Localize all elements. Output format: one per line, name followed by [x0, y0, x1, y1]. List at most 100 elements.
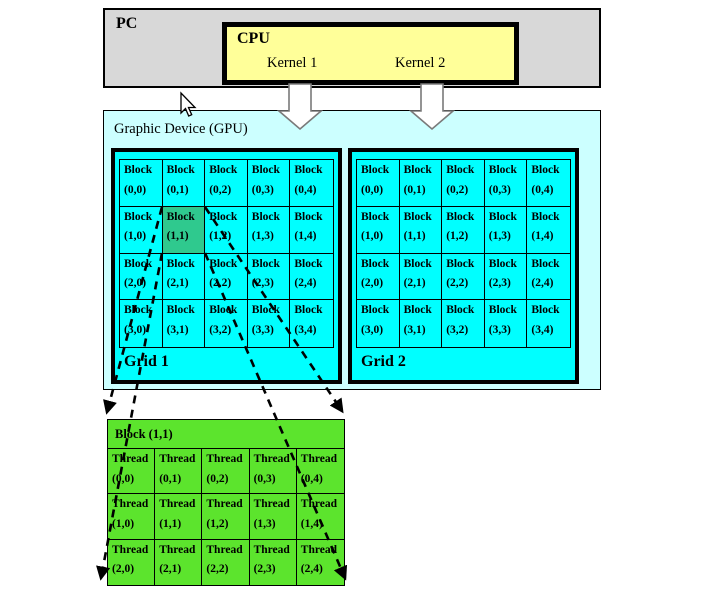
thread-cell: Thread(0,4) [296, 449, 344, 495]
block-cell-word: Block [251, 257, 280, 270]
thread-cell: Thread(0,2) [202, 449, 250, 495]
thread-cell-coord: (0,2) [206, 472, 229, 485]
block-cell: Block(1,1) [399, 206, 443, 254]
thread-cell-coord: (1,0) [112, 517, 135, 530]
block-cell-coord: (3,4) [294, 323, 317, 336]
block-cell-word: Block [361, 257, 390, 270]
thread-cell-word: Thread [300, 543, 338, 556]
block-cell: Block (1,0) [357, 206, 400, 254]
block-cell-word: Block [166, 257, 195, 270]
thread-block-header: Block (1,1) [115, 427, 173, 441]
block-cell-coord: (1,2) [209, 230, 232, 243]
cpu-box: CPU Kernel 1 Kernel 2 [222, 22, 519, 85]
block-cell-coord: (3,2) [446, 323, 469, 336]
block-cell: Block(3,3) [485, 300, 528, 347]
block-cell: Block (2,1) [162, 253, 206, 301]
thread-cell: Thread(1,0) [108, 494, 156, 540]
block-cell-word: Block [488, 164, 517, 176]
block-cell-coord: (1,4) [531, 230, 554, 243]
block-cell-word: Block [294, 304, 323, 317]
thread-cell-word: Thread [112, 543, 149, 556]
thread-cell-word: Thread [159, 453, 196, 465]
grid-1-box: Block(0,0)Block(0,1)Block(0,2)Block(0,3)… [111, 148, 342, 384]
thread-cell-coord: (0,0) [112, 472, 135, 485]
thread-cell-coord: (2,0) [112, 563, 135, 576]
block-cell-word: Block [361, 304, 390, 317]
block-cell: Block(2,4) [290, 254, 333, 301]
block-cell: Block (0,1) [162, 160, 206, 207]
block-cell: Block (3,4) [290, 300, 333, 347]
block-cell-word: Block [361, 164, 390, 176]
thread-cell: Thread (2,0) [108, 539, 156, 585]
block-cell-coord: (0,2) [209, 183, 232, 196]
block-cell: Block(1,3) [247, 206, 291, 254]
block-cell-coord: (1,2) [446, 230, 469, 243]
gpu-label: Graphic Device (GPU) [114, 121, 248, 137]
block-cell-word: Block [446, 304, 475, 317]
gpu-box: Graphic Device (GPU) Block (0,0) Block (0,1… [103, 110, 601, 390]
block-cell-word: Block [209, 304, 238, 317]
block-cell-word: Block [531, 210, 560, 223]
kernel-2-label: Kernel 2 [395, 55, 446, 71]
block-cell: Block (2,1) [399, 253, 443, 301]
block-cell: Block(0,2) [442, 160, 485, 207]
block-cell-word: Block [446, 257, 475, 270]
thread-cell-word: Thread [253, 543, 290, 556]
block-cell-word: Block [361, 210, 390, 223]
thread-cell: Thread(2,2) [202, 539, 250, 585]
thread-cell: Thread (2,4) [297, 540, 344, 585]
block-cell-coord: (3,4) [531, 323, 554, 336]
block-cell-word: Block [251, 210, 280, 223]
block-cell-coord: (0,3) [488, 183, 511, 196]
block-cell-coord: (1,1) [166, 230, 189, 243]
block-cell-coord: (0,1) [403, 183, 426, 196]
block-cell-coord: (0,1) [166, 183, 189, 196]
block-cell-coord: (3,3) [488, 323, 511, 336]
thread-cell-word: Thread [206, 543, 243, 556]
block-cell-word: Block [403, 164, 432, 176]
block-cell-coord: (2,0) [361, 277, 384, 289]
block-cell-word: Block [531, 257, 560, 270]
block-cell-word: Block [531, 164, 560, 176]
block-cell-coord: (0,0) [361, 183, 384, 196]
thread-cell-coord: (2,1) [159, 563, 182, 576]
block-cell-coord: (0,0) [124, 183, 147, 196]
block-cell-coord: (2,4) [294, 277, 317, 289]
block-cell-word: Block [446, 164, 475, 176]
block-cell: Block(2,2) [205, 253, 248, 301]
block-cell-coord: (2,1) [166, 277, 189, 289]
block-cell-word: Block [294, 210, 323, 223]
thread-cell: Thread(2,1) [155, 539, 203, 585]
kernel-1-label: Kernel 1 [267, 55, 318, 71]
block-cell-coord: (0,4) [531, 183, 554, 196]
block-cell-word: Block [446, 210, 475, 223]
block-cell: Block (0,2) [205, 160, 248, 207]
block-cell: Block(2,2) [442, 253, 485, 301]
thread-cell-coord: (2,4) [300, 563, 323, 576]
block-cell: Block(0,0) [120, 160, 163, 207]
block-cell: Block (1,2) [442, 206, 485, 254]
pc-label: PC [116, 15, 138, 32]
block-cell: Block(0,3) [247, 160, 291, 207]
block-cell: Block (0,0) [357, 160, 400, 207]
block-cell-coord: (1,4) [294, 230, 317, 243]
block-cell-word: Block [209, 164, 238, 176]
block-cell: Block(3,1) [400, 300, 443, 347]
block-cell-coord: (0,4) [294, 183, 317, 196]
grid-2-box: Block(0,0)Block(0,1)Block(0,2)Block(0,3)… [348, 148, 579, 384]
block-cell-word: Block [403, 257, 432, 270]
block-cell-word: Block [166, 164, 195, 176]
thread-cell: Thread(0,0) [108, 449, 156, 495]
block-cell-coord: (2,3) [488, 277, 511, 289]
thread-cell: Thread (0,1) [155, 449, 203, 495]
block-cell-word: Block [209, 210, 238, 223]
block-cell: Block (0,3) [484, 160, 528, 207]
block-cell-coord: (1,0) [361, 230, 384, 243]
block-cell-coord: (2,1) [403, 277, 426, 289]
thread-cell-coord: (0,1) [159, 472, 182, 485]
thread-cell-word: Thread [253, 453, 290, 465]
block-cell: Block(2,4) [527, 254, 570, 301]
block-cell-word: Block [488, 257, 517, 270]
block-cell-coord: (1,3) [488, 230, 511, 243]
block-cell-coord: (1,1) [403, 230, 426, 243]
